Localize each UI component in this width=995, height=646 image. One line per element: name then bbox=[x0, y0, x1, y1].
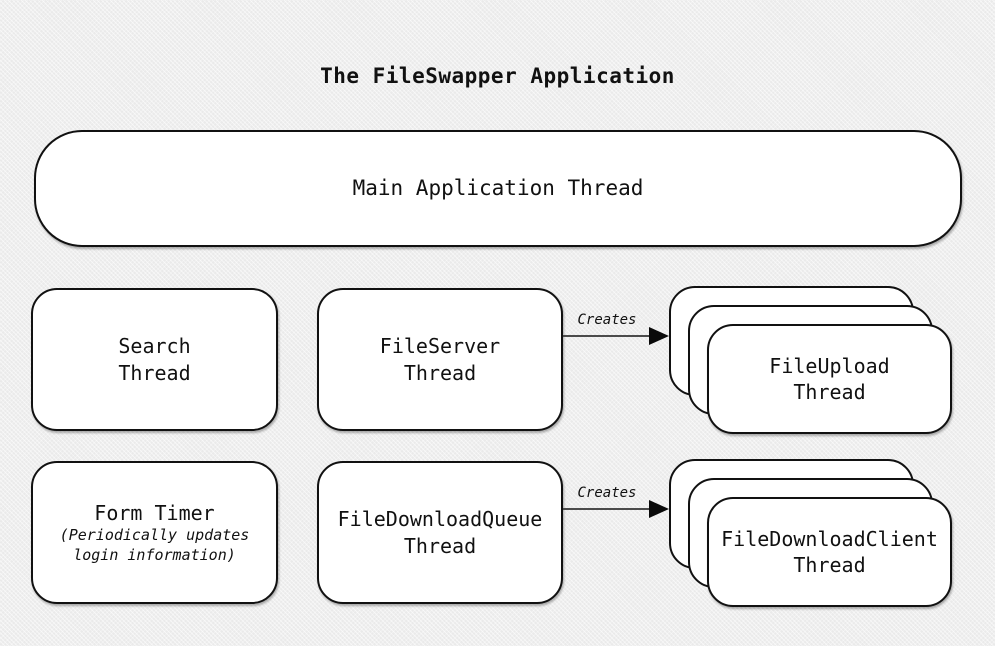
node-filedownloadclient-thread-stack: FileDownloadClient Thread bbox=[669, 459, 952, 607]
node-main-application-thread-label: Main Application Thread bbox=[352, 175, 644, 200]
node-fileserver-thread: FileServer Thread bbox=[317, 288, 563, 431]
node-fileserver-thread-label: FileServer Thread bbox=[379, 334, 501, 385]
node-filedownloadclient-thread-instance-front: FileDownloadClient Thread bbox=[707, 497, 952, 607]
arrow-filedownloadqueue-to-filedownloadclient-label: Creates bbox=[577, 485, 637, 501]
node-fileupload-thread-instance-front: FileUpload Thread bbox=[707, 324, 952, 434]
arrow-line bbox=[563, 335, 651, 337]
node-search-thread: Search Thread bbox=[31, 288, 278, 431]
node-fileupload-thread-stack: FileUpload Thread bbox=[669, 286, 952, 434]
node-form-timer: Form Timer(Periodically updates login in… bbox=[31, 461, 278, 604]
node-filedownloadqueue-thread-label: FileDownloadQueue Thread bbox=[337, 507, 543, 558]
node-search-thread-label: Search Thread bbox=[118, 334, 191, 385]
node-filedownloadclient-thread-label: FileDownloadClient Thread bbox=[721, 526, 938, 577]
node-form-timer-text: Form Timer(Periodically updates login in… bbox=[60, 500, 250, 565]
node-form-timer-sublabel: (Periodically updates login information) bbox=[59, 526, 250, 564]
arrow-fileserver-to-fileupload: Creates bbox=[563, 310, 669, 350]
node-fileupload-thread-label: FileUpload Thread bbox=[769, 353, 890, 404]
arrow-line bbox=[563, 508, 651, 510]
arrowhead-icon bbox=[649, 500, 669, 518]
arrow-filedownloadqueue-to-filedownloadclient: Creates bbox=[563, 483, 669, 523]
arrowhead-icon bbox=[649, 327, 669, 345]
node-filedownloadqueue-thread: FileDownloadQueue Thread bbox=[317, 461, 563, 604]
diagram-title: The FileSwapper Application bbox=[320, 64, 675, 88]
node-main-application-thread: Main Application Thread bbox=[34, 130, 962, 247]
arrow-fileserver-to-fileupload-label: Creates bbox=[577, 312, 637, 328]
node-form-timer-label: Form Timer bbox=[94, 501, 215, 525]
